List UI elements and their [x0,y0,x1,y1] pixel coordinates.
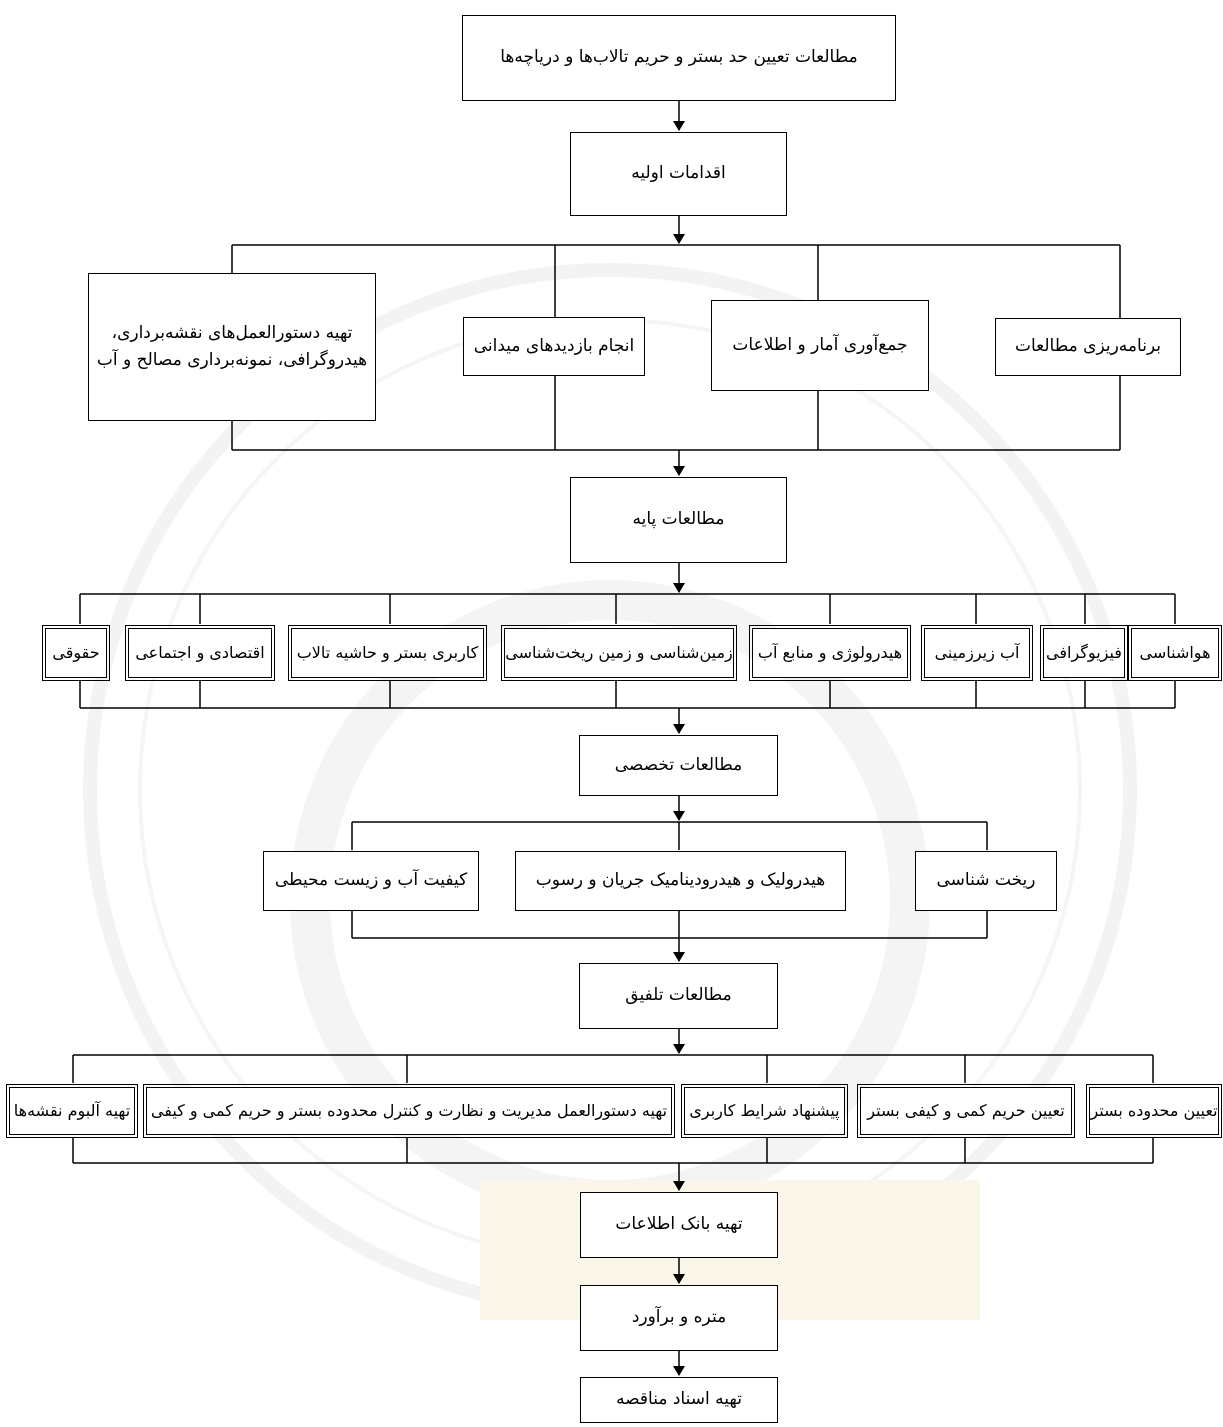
node-hydraulics: هیدرولیک و هیدرودینامیک جریان و رسوب [515,851,846,911]
node-instructions-line1: تهیه دستورالعمل‌های نقشه‌برداری، [111,322,353,343]
node-instructions: تهیه دستورالعمل‌های نقشه‌برداری، هیدروگر… [88,273,376,421]
node-quantities: متره و برآورد [580,1285,778,1351]
node-hydrology: هیدرولوژی و منابع آب [749,625,911,681]
node-meteorology: هواشناسی [1128,625,1222,681]
node-study-planning: برنامه‌ریزی مطالعات [995,318,1181,376]
node-socioeconomic: اقتصادی و اجتماعی [125,625,275,681]
node-physiography: فیزیوگرافی [1040,625,1128,681]
node-geology: زمین‌شناسی و زمین ریخت‌شناسی [501,625,737,681]
node-buffer: تعیین حریم کمی و کیفی بستر [857,1084,1075,1138]
node-water-quality: کیفیت آب و زیست محیطی [263,851,479,911]
node-tender-documents: تهیه اسناد مناقصه [580,1377,778,1423]
node-field-visits: انجام بازدیدهای میدانی [463,317,645,376]
node-data-collection: جمع‌آوری آمار و اطلاعات [711,300,929,391]
node-basic-studies: مطالعات پایه [570,477,787,563]
node-map-album: تهیه آلبوم نقشه‌ها [6,1084,138,1138]
node-bed-extent: تعیین محدوده بستر [1086,1084,1222,1138]
node-initial-actions: اقدامات اولیه [570,132,787,216]
node-land-use: کاربری بستر و حاشیه تالاب [288,625,487,681]
node-integration-studies: مطالعات تلفیق [579,963,778,1029]
node-database: تهیه بانک اطلاعات [580,1192,778,1258]
node-use-conditions: پیشنهاد شرایط کاربری [681,1084,848,1138]
node-groundwater: آب زیرزمینی [921,625,1033,681]
node-morphology: ریخت شناسی [915,851,1057,911]
node-specialized-studies: مطالعات تخصصی [579,735,778,796]
node-legal: حقوقی [42,625,110,681]
node-management-instructions: تهیه دستورالعمل مدیریت و نظارت و کنترل م… [143,1084,675,1138]
node-root: مطالعات تعیین حد بستر و حریم تالاب‌ها و … [462,15,896,101]
node-instructions-line2: هیدروگرافی، نمونه‌برداری مصالح و آب [96,350,368,370]
